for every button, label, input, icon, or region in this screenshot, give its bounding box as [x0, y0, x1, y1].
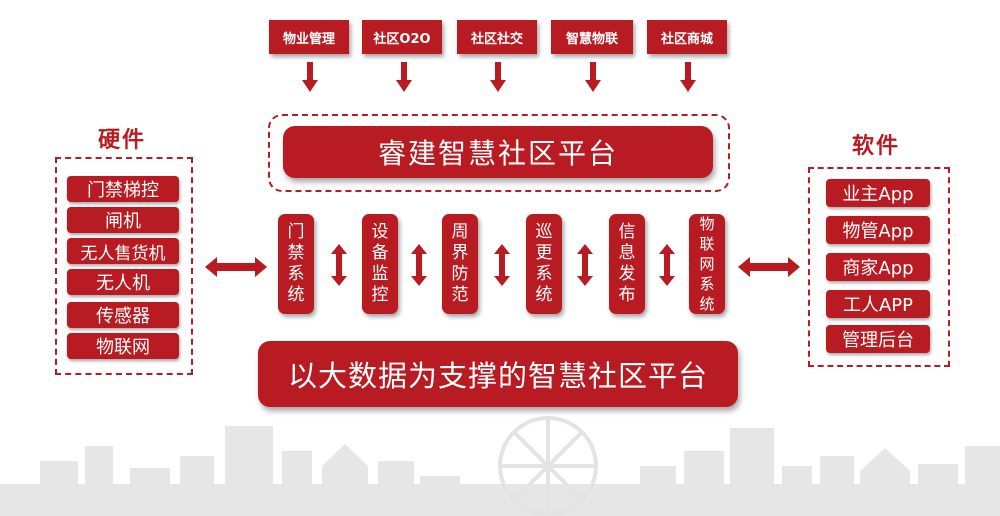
system-char: 界: [451, 243, 469, 263]
software-item: 物管App: [826, 216, 930, 244]
system-char: 联: [699, 235, 715, 253]
system-char: 防: [451, 264, 469, 284]
left-right-arrow-icon: [738, 257, 800, 277]
module-community-mall: 社区商城: [647, 20, 727, 54]
city-skyline-illustration: [0, 416, 1000, 516]
hardware-item: 门禁梯控: [67, 176, 179, 202]
hardware-item: 无人机: [67, 269, 179, 295]
system-char: 息: [618, 243, 636, 263]
up-down-arrow-icon: [659, 244, 675, 286]
system-char: 信: [618, 222, 636, 242]
lower-platform-title: 以大数据为支撑的智慧社区平台: [258, 341, 738, 407]
system-char: 布: [618, 285, 636, 305]
down-arrow-icon: [490, 62, 506, 92]
software-item: 管理后台: [826, 325, 930, 353]
system-char: 统: [699, 295, 715, 313]
hardware-item: 传感器: [67, 302, 179, 328]
hardware-item: 物联网: [67, 333, 179, 359]
system-char: 更: [535, 243, 553, 263]
system-char: 备: [371, 243, 389, 263]
system-char: 范: [451, 285, 469, 305]
up-down-arrow-icon: [331, 244, 347, 286]
upper-platform-title: 睿建智慧社区平台: [283, 126, 713, 178]
software-item: 业主App: [826, 179, 930, 207]
down-arrow-icon: [396, 62, 412, 92]
up-down-arrow-icon: [411, 244, 427, 286]
system-char: 物: [699, 215, 715, 233]
system-char: 系: [535, 264, 553, 284]
software-item: 工人APP: [826, 290, 930, 318]
module-property-management: 物业管理: [269, 20, 349, 54]
system-char: 周: [451, 222, 469, 242]
system-char: 系: [699, 275, 715, 293]
software-item: 商家App: [826, 253, 930, 281]
system-char: 发: [618, 264, 636, 284]
system-char: 控: [371, 285, 389, 305]
system-info-release: 信 息 发 布: [609, 214, 645, 314]
module-community-social: 社区社交: [457, 20, 537, 54]
hardware-title: 硬件: [98, 128, 147, 153]
module-smart-iot: 智慧物联: [551, 20, 633, 54]
system-iot: 物 联 网 系 统: [689, 214, 725, 314]
up-down-arrow-icon: [577, 244, 593, 286]
system-char: 设: [371, 222, 389, 242]
system-char: 系: [287, 264, 305, 284]
hardware-item: 无人售货机: [67, 238, 179, 264]
down-arrow-icon: [302, 62, 318, 92]
down-arrow-icon: [585, 62, 601, 92]
hardware-frame: [55, 157, 193, 375]
system-char: 网: [699, 255, 715, 273]
upper-platform-frame: [268, 114, 730, 192]
system-char: 门: [287, 222, 305, 242]
system-perimeter-defense: 周 界 防 范: [442, 214, 478, 314]
system-char: 统: [535, 285, 553, 305]
module-community-o2o: 社区O2O: [362, 20, 442, 54]
system-access-control: 门 禁 系 统: [278, 214, 314, 314]
system-char: 统: [287, 285, 305, 305]
software-title: 软件: [852, 134, 901, 159]
down-arrow-icon: [680, 62, 696, 92]
up-down-arrow-icon: [494, 244, 510, 286]
system-patrol: 巡 更 系 统: [526, 214, 562, 314]
left-right-arrow-icon: [205, 257, 267, 277]
system-equipment-monitoring: 设 备 监 控: [362, 214, 398, 314]
system-char: 监: [371, 264, 389, 284]
system-char: 禁: [287, 243, 305, 263]
hardware-item: 闸机: [67, 207, 179, 233]
system-char: 巡: [535, 222, 553, 242]
software-frame: [808, 167, 950, 367]
